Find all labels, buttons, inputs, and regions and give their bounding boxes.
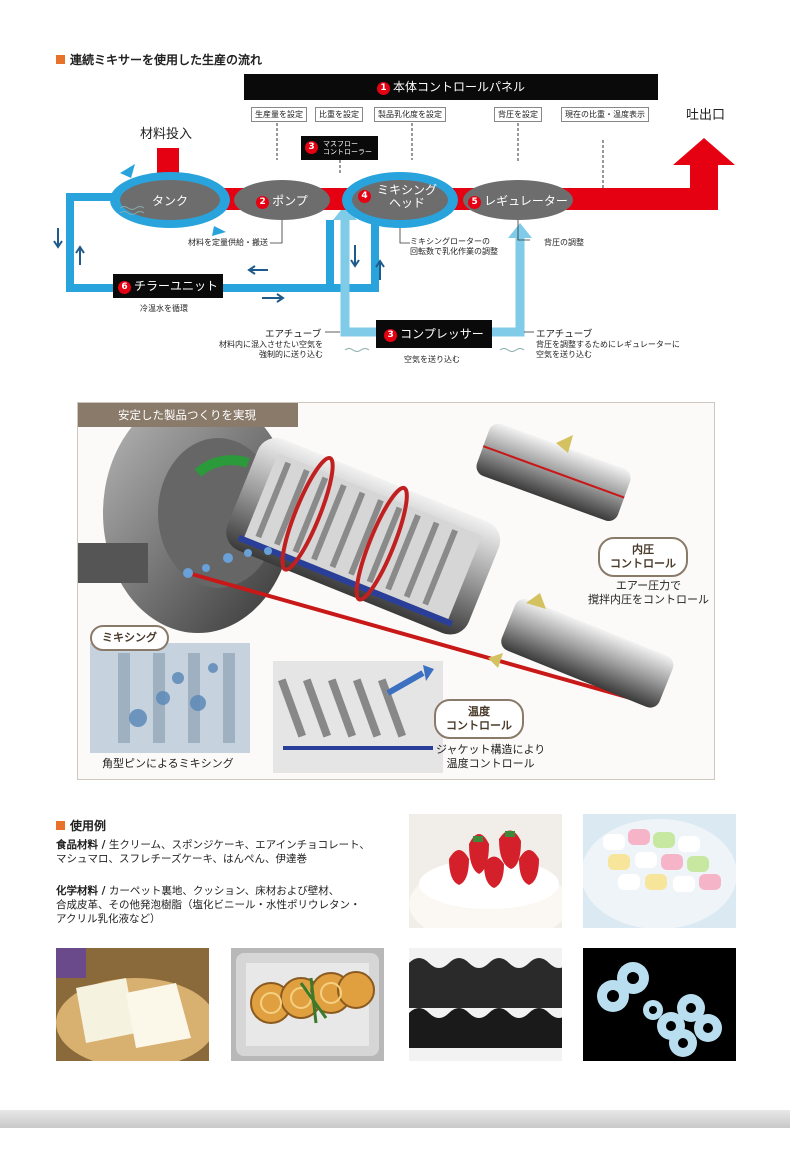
mixing-head-text: ミキシング ヘッド	[376, 183, 437, 210]
mixer-illustration-panel: 安定した製品つくりを実現 内圧 コントロール エアー圧力で 撹拌内圧をコントロー…	[77, 402, 715, 780]
bubble-mixing: ミキシング	[90, 625, 169, 651]
pump-body	[234, 180, 330, 220]
note-chiller: 冷温水を循環	[140, 304, 188, 313]
photo-datemaki	[231, 948, 384, 1061]
chem-examples: 化学材料 / カーペット裏地、クッション、床材および壁材、 合成皮革、その他発泡…	[56, 884, 401, 926]
arrow-up-icon	[75, 245, 85, 265]
air-arrow-left	[333, 205, 357, 220]
air-arrow-right	[508, 223, 532, 238]
compressor-label: コンプレッサー	[400, 327, 484, 341]
chem-head: 化学材料 /	[56, 885, 106, 897]
regulator-body	[463, 180, 573, 220]
note-mixing: ミキシングローターの 回転数で乳化作業の調整	[410, 237, 498, 256]
flow-diagram	[53, 118, 735, 352]
input-label: 材料投入	[140, 127, 193, 142]
pressure-caption: エアー圧力で 撹拌内圧をコントロール	[588, 579, 709, 606]
chiller-pipe-right	[240, 220, 334, 292]
orange-square-icon	[56, 821, 65, 830]
note-regulator: 背圧の調整	[544, 238, 584, 247]
food-examples: 食品材料 / 生クリーム、スポンジケーキ、エアインチョコレート、 マシュマロ、ス…	[56, 838, 401, 866]
chiller-num: 6	[117, 281, 131, 294]
section-title-flow: 連続ミキサーを使用した生産の流れ	[56, 51, 262, 68]
note-pump: 材料を定量供給・搬送	[188, 238, 268, 247]
output-arrow	[673, 138, 735, 210]
footer-band	[0, 1110, 790, 1128]
bubble-temperature: 温度 コントロール	[434, 699, 524, 739]
pump-num: 2	[256, 196, 270, 209]
temp-caption: ジャケット構造により 温度コントロール	[436, 743, 546, 770]
tank-label: タンク	[151, 194, 188, 208]
compressor-num: 3	[384, 329, 398, 342]
rotation-arrow	[194, 455, 250, 477]
chiller-pipe-return	[300, 220, 379, 292]
control-panel-num: 1	[376, 82, 390, 95]
section-title-usage: 使用例	[56, 817, 106, 834]
air-tube-left-title: エアチューブ	[265, 329, 322, 340]
arrow-right-icon	[262, 293, 285, 303]
photo-cake	[409, 814, 562, 928]
chiller-label: チラーユニット	[133, 279, 218, 293]
regulator-num: 5	[468, 196, 482, 209]
output-label: 吐出口	[686, 108, 726, 123]
tank-body	[120, 180, 220, 220]
air-tube-left-note: 材料内に混入させたい空気を 強制的に送り込む	[219, 340, 323, 359]
mixer-illustration	[78, 403, 674, 773]
tank-arrow-icon	[120, 164, 135, 178]
massflow-controller: 3 マスフロー コントローラー	[301, 136, 378, 160]
mixing-head-label: 4 ミキシング ヘッド	[356, 184, 444, 210]
air-tube-right-note: 背圧を調整するためにレギュレーターに 空気を送り込む	[536, 340, 680, 359]
setting-display: 現在の比重・温度表示	[561, 107, 649, 122]
photo-marshmallow	[583, 814, 736, 928]
setting-ratio: 比重を設定	[315, 107, 363, 122]
arrow-down-icon	[53, 228, 63, 249]
mixing-caption: 角型ピンによるミキシング	[102, 757, 234, 770]
arrow-left-icon	[247, 265, 268, 275]
panel-banner: 安定した製品つくりを実現	[78, 403, 298, 427]
orange-square-icon	[56, 55, 65, 64]
photo-rings	[583, 948, 736, 1061]
pump-text: ポンプ	[272, 194, 308, 208]
note-compressor: 空気を送り込む	[404, 355, 460, 364]
tank-arrow2-icon	[212, 226, 226, 236]
massflow-label: マスフロー コントローラー	[323, 140, 372, 156]
air-tube-left	[340, 215, 380, 337]
setting-production: 生産量を設定	[251, 107, 307, 122]
control-panel-label: 本体コントロールパネル	[392, 80, 525, 94]
bubble-pressure: 内圧 コントロール	[598, 537, 688, 577]
food-text: 生クリーム、スポンジケーキ、エアインチョコレート、 マシュマロ、スフレチーズケー…	[56, 839, 370, 865]
mixing-head-num: 4	[358, 190, 371, 203]
photo-hanpen	[56, 948, 209, 1061]
chem-text: カーペット裏地、クッション、床材および壁材、 合成皮革、その他発泡樹脂（塩化ビニ…	[56, 885, 361, 925]
photo-foam	[409, 948, 562, 1061]
setting-emulsion: 製品乳化度を設定	[374, 107, 446, 122]
air-tube-right	[490, 230, 525, 337]
food-head: 食品材料 /	[56, 839, 106, 851]
setting-backpressure: 背圧を設定	[494, 107, 542, 122]
air-tube-right-title: エアチューブ	[536, 329, 593, 340]
massflow-num: 3	[305, 141, 318, 154]
arrow-down2-icon	[350, 245, 360, 268]
arrow-up2-icon	[375, 259, 385, 280]
regulator-text: レギュレーター	[484, 194, 568, 208]
mixing-head-body	[352, 180, 448, 220]
